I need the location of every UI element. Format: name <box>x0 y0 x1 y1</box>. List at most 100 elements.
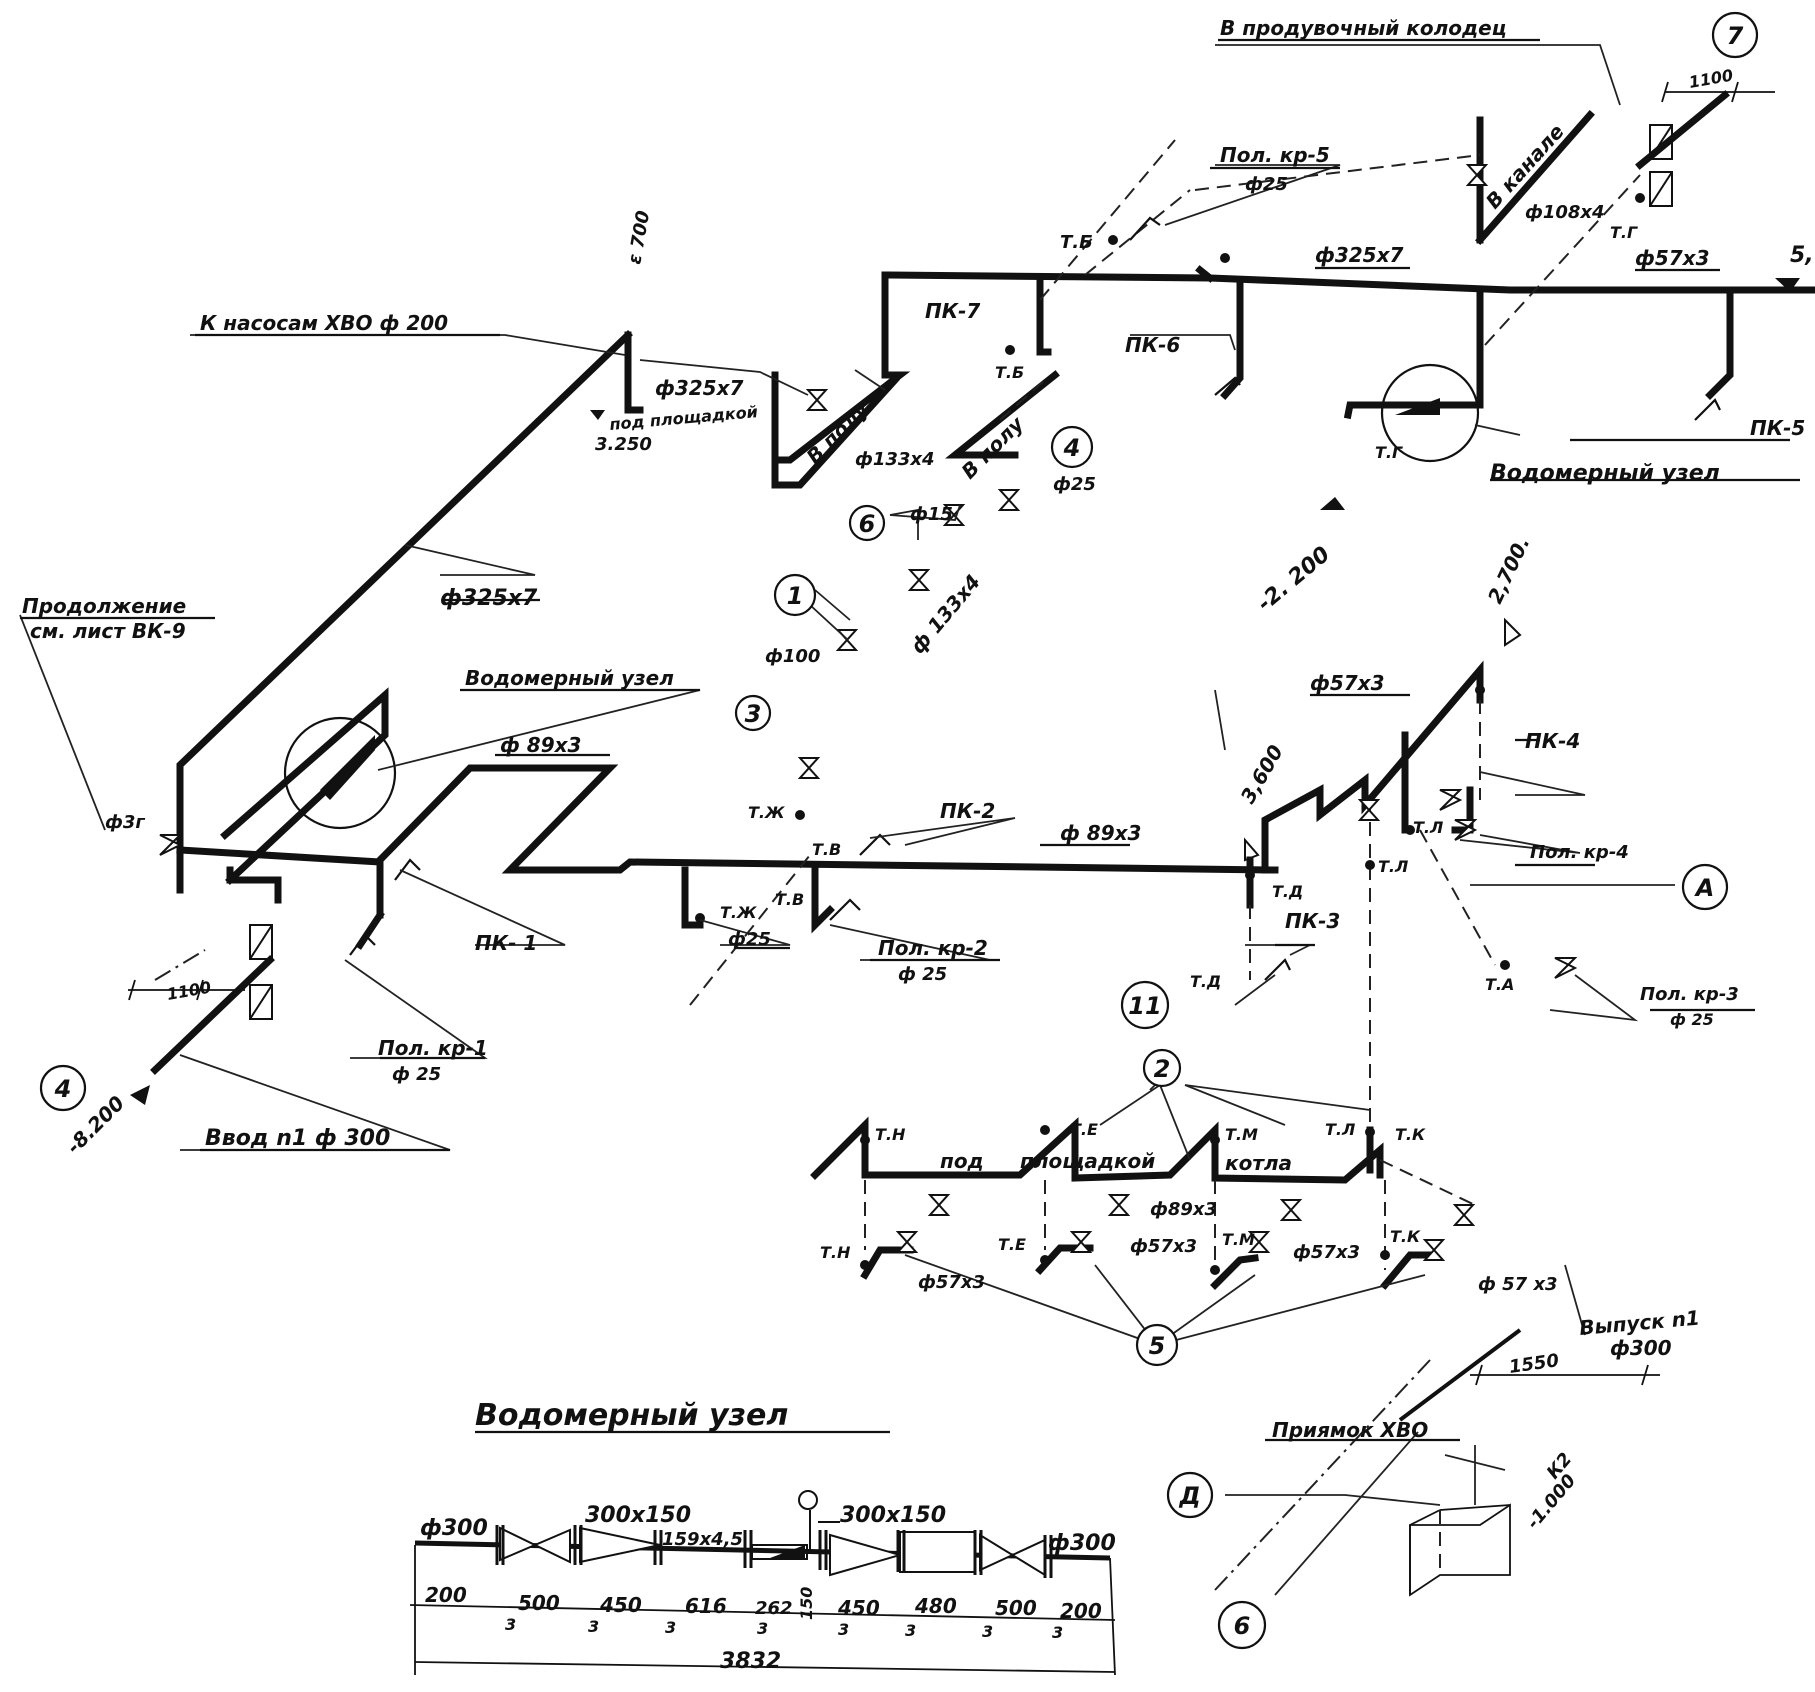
valve-icon <box>797 757 821 779</box>
branch-top-diag <box>1195 265 1215 283</box>
label-pol-kr1: Пол. кр-1 <box>378 1036 488 1060</box>
valve-icon <box>895 1231 919 1253</box>
valve-icon <box>1452 1204 1476 1226</box>
pit-pipe <box>1398 1328 1522 1422</box>
callout: 2 <box>1142 1048 1182 1088</box>
label-tb2: Т.Б <box>995 363 1024 382</box>
hatch-support-icon <box>249 924 273 960</box>
callout: Д <box>1166 1471 1214 1519</box>
label-platform: площадкой <box>1020 1149 1155 1173</box>
label-blowdown-well: В продувочный колодец <box>1220 16 1507 40</box>
drain-cock-icon <box>349 933 376 956</box>
label-te-b: Т.Е <box>998 1235 1026 1254</box>
dim-marks <box>128 81 1775 1386</box>
callout: 6 <box>848 504 886 542</box>
valve-icon <box>1107 1194 1131 1216</box>
meter-symbol-right <box>1395 398 1440 415</box>
label-pk5: ПК-5 <box>1750 416 1805 440</box>
reducer-icon <box>579 1526 661 1564</box>
elevation-marker-icon <box>1775 278 1800 292</box>
valve-icon <box>907 569 931 591</box>
elevation-marker-icon <box>1504 617 1522 647</box>
drain-cock-icon <box>1694 398 1721 421</box>
valve-icon <box>159 834 183 856</box>
detail-seg: 616 <box>685 1594 727 1618</box>
label-d25-e: ф 25 <box>1670 1010 1714 1029</box>
branch-meter-right <box>1343 288 1484 420</box>
pit-box <box>1409 1503 1511 1597</box>
dashed-lines <box>154 139 1641 1591</box>
valve-icon <box>805 389 829 411</box>
label-d89x3-b: ф 89х3 <box>1060 821 1141 845</box>
valve-icon <box>1247 1231 1271 1253</box>
label-tn-a: Т.Н <box>875 1125 906 1144</box>
detail-gap: 3 <box>838 1620 849 1639</box>
detail-seg: 262 <box>755 1598 793 1619</box>
detail-d300-left: ф300 <box>420 1516 488 1541</box>
svg-text:А: А <box>1694 874 1715 902</box>
callout: 6 <box>1217 1600 1267 1650</box>
label-elev-3600: 3,600 <box>1236 741 1288 808</box>
detail-seg: 200 <box>425 1583 467 1607</box>
callout: 5 <box>1135 1323 1179 1367</box>
svg-text:3: 3 <box>745 700 762 728</box>
flange-marks <box>495 1525 1053 1578</box>
drain-cock-icon <box>394 858 421 881</box>
callout: 3 <box>734 694 772 732</box>
label-d89x3-a: ф 89х3 <box>500 733 581 757</box>
label-tm-a: Т.М <box>1225 1125 1258 1144</box>
detail-gap: 3 <box>905 1621 916 1640</box>
gate-valve-icon <box>499 1526 571 1564</box>
svg-text:4: 4 <box>1063 434 1081 462</box>
drain-cock-icon <box>1214 376 1241 396</box>
detail-total: 3832 <box>720 1649 781 1674</box>
detail-seg: 150 <box>797 1587 816 1620</box>
label-water-meter-left: Водомерный узел <box>465 666 674 690</box>
label-pit: Приямок ХВО <box>1272 1418 1428 1442</box>
label-tg-mid: Т.Г <box>1375 443 1403 462</box>
label-dim-1100-top: 1100 <box>1687 65 1734 91</box>
callouts: 7 4 6 1 3 А 11 4 2 5 Д 6 <box>39 11 1759 1650</box>
label-d100: ф100 <box>765 646 820 667</box>
elevation-marker-icon <box>130 1085 150 1105</box>
hatch-support-icon <box>1649 124 1673 160</box>
svg-text:6: 6 <box>1234 1612 1251 1640</box>
label-elev-1000: -1.000 <box>1523 1470 1580 1533</box>
label-elev-2700: 2,700. <box>1483 533 1535 607</box>
detail-pipe-mid: 159х4,5 <box>662 1529 743 1550</box>
elevation-marker-icon <box>1320 497 1345 510</box>
valve-icon <box>1357 799 1381 821</box>
meter-symbol-left <box>320 735 375 800</box>
detail-reducer-2: 300х150 <box>840 1503 946 1528</box>
label-d57x3-b: ф57х3 <box>1130 1236 1197 1257</box>
label-d108x4: ф108х4 <box>1525 202 1605 223</box>
detail-d300-right: ф300 <box>1048 1531 1116 1556</box>
detail-seg: 450 <box>837 1596 880 1620</box>
detail-seg: 500 <box>995 1596 1037 1620</box>
label-elev-700: ε 700 <box>624 209 654 266</box>
underlines <box>20 38 1800 1442</box>
elevation-markers <box>130 278 1800 1105</box>
meter-body-icon <box>899 1531 976 1573</box>
gate-valve-icon <box>979 1533 1046 1577</box>
label-continuation: Продолжение <box>22 594 186 618</box>
valve-icon <box>1465 164 1489 186</box>
meter-detail: Водомерный узел ф300 300х150 159х4,5 300 <box>409 1398 1116 1676</box>
callout: 7 <box>1711 11 1759 59</box>
label-d57x3-right: ф57х3 <box>1310 671 1385 695</box>
drain-cock-icon <box>859 833 891 856</box>
label-elev-2200: -2. 200 <box>1253 542 1335 617</box>
label-tzh-a: Т.Ж <box>748 803 785 822</box>
valve-icon <box>1554 957 1578 979</box>
detail-gap: 3 <box>982 1622 993 1641</box>
label-d25-d: ф 25 <box>898 964 947 985</box>
label-tl-a: Т.Л <box>1413 818 1443 837</box>
down-under-platform <box>771 375 900 489</box>
elevation-marker-icon <box>590 410 605 420</box>
label-tzh-b: Т.Ж <box>720 903 757 922</box>
pressure-gauge-icon <box>798 1490 818 1510</box>
label-d57x3-d: ф 57 х3 <box>1478 1274 1558 1295</box>
label-tm-b: Т.М <box>1222 1230 1255 1249</box>
label-d15: ф15 <box>910 504 953 525</box>
label-pk4: ПК-4 <box>1525 729 1580 753</box>
